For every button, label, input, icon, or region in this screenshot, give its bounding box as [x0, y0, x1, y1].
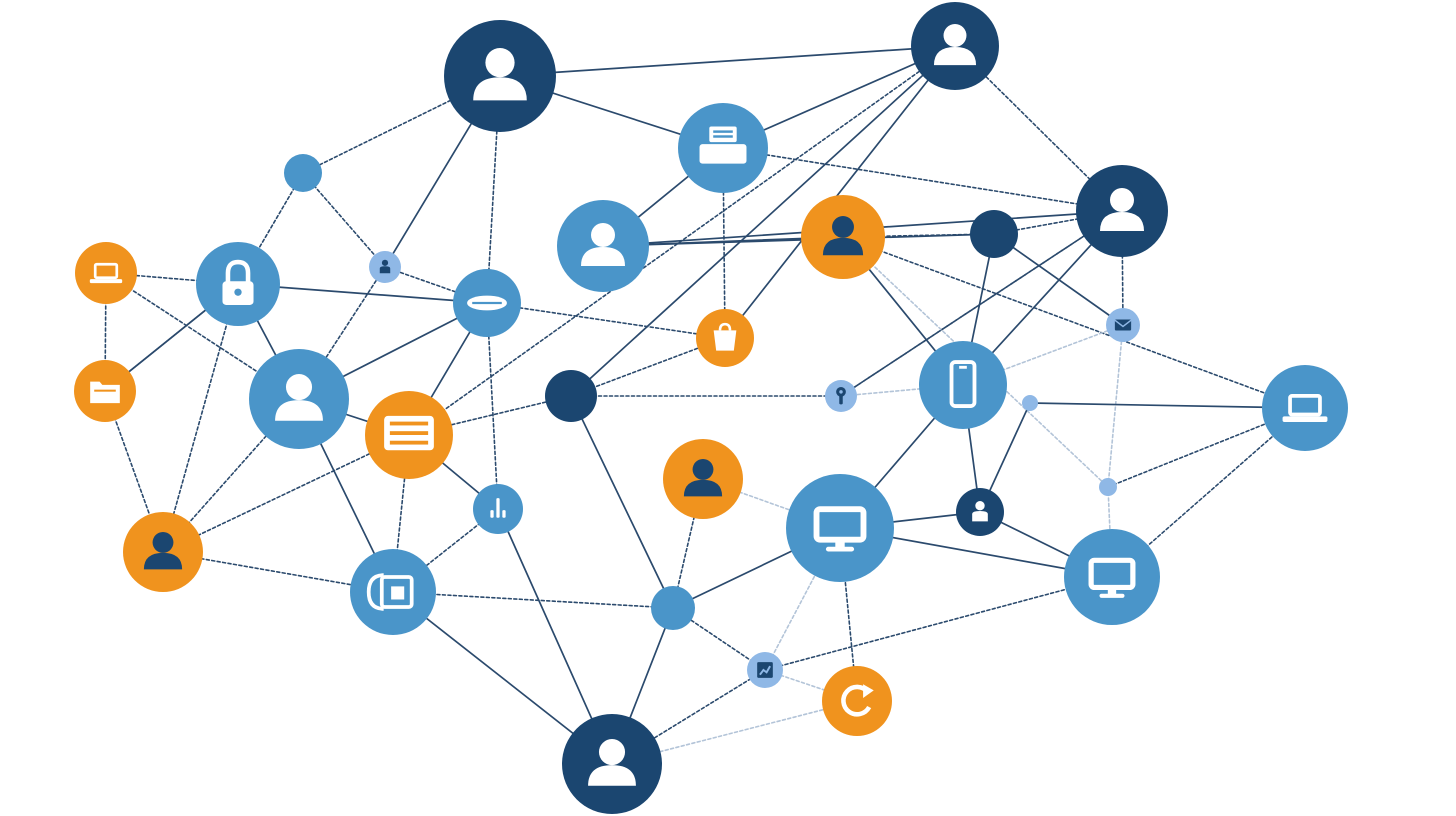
edge-n05-n08 — [302, 172, 386, 268]
edge-n10-n15 — [724, 45, 956, 339]
user-icon — [822, 216, 864, 256]
nodes-layer — [74, 2, 1348, 814]
edge-n04-n20 — [842, 236, 1306, 409]
folder-icon — [90, 381, 120, 404]
node-circle — [545, 370, 597, 422]
mail-icon — [1114, 319, 1132, 331]
node-n32 — [747, 652, 783, 688]
node-circle — [1262, 365, 1348, 451]
laptop-icon — [1282, 393, 1328, 423]
user-icon — [933, 23, 977, 66]
edge-n21-n28 — [162, 434, 410, 553]
node-circle — [75, 242, 137, 304]
edge-n10-n21 — [408, 45, 956, 436]
edge-n09-n15 — [486, 302, 726, 339]
node-n12 — [970, 210, 1018, 258]
user-icon — [473, 48, 527, 101]
node-n24 — [473, 484, 523, 534]
edge-n10-n17 — [570, 45, 956, 397]
edge-n29-n32 — [764, 576, 1113, 671]
node-n15 — [696, 309, 754, 367]
node-n10 — [911, 2, 999, 90]
node-n06 — [75, 242, 137, 304]
user-icon — [1100, 188, 1144, 231]
edge-n18-n11 — [840, 210, 1123, 397]
node-n33 — [822, 666, 892, 736]
node-n28 — [123, 512, 203, 592]
edge-n01-n10 — [499, 45, 956, 77]
node-n01 — [444, 20, 556, 132]
node-n26 — [786, 474, 894, 582]
disk-icon — [467, 295, 507, 311]
node-n19 — [919, 341, 1007, 429]
phone-icon — [949, 360, 977, 408]
person-icon — [972, 501, 988, 522]
node-circle — [1064, 529, 1160, 625]
node-n05 — [284, 154, 322, 192]
node-n20 — [1262, 365, 1348, 451]
node-n04 — [801, 195, 885, 279]
node-circle — [970, 210, 1018, 258]
node-n08 — [369, 251, 401, 283]
node-circle — [651, 586, 695, 630]
edge-n22-n20 — [1029, 402, 1306, 409]
node-circle — [786, 474, 894, 582]
refresh-icon — [841, 684, 874, 717]
edge-n12-n16 — [993, 233, 1124, 326]
edge-n07-n28 — [162, 283, 239, 553]
edge-n30-n31 — [392, 591, 674, 609]
node-n21 — [365, 391, 453, 479]
user-icon — [683, 459, 723, 497]
node-circle — [284, 154, 322, 192]
lock-icon — [222, 259, 254, 305]
node-n25 — [1099, 478, 1117, 496]
user-icon — [275, 374, 323, 421]
bag-icon — [713, 322, 737, 351]
printer-icon — [699, 126, 747, 164]
user-icon — [581, 223, 625, 266]
monitor-icon — [1088, 557, 1136, 598]
node-n29 — [1064, 529, 1160, 625]
node-n14 — [249, 349, 349, 449]
node-n31 — [651, 586, 695, 630]
node-n11 — [1076, 165, 1168, 257]
monitor-icon — [813, 506, 867, 552]
node-n16 — [1106, 308, 1140, 342]
node-n34 — [562, 714, 662, 814]
browser-icon — [366, 573, 414, 611]
edge-n03-n11 — [722, 147, 1123, 212]
pin-icon — [836, 386, 846, 405]
tools-icon — [490, 498, 506, 518]
node-n07 — [196, 242, 280, 326]
node-n09 — [453, 269, 521, 337]
keyboard-icon — [384, 415, 434, 451]
node-n02 — [557, 200, 649, 292]
edge-n16-n25 — [1107, 324, 1124, 488]
chart-icon — [757, 662, 773, 678]
node-n17 — [545, 370, 597, 422]
node-n18 — [825, 380, 857, 412]
node-circle — [822, 666, 892, 736]
node-n23 — [663, 439, 743, 519]
node-circle — [1022, 395, 1038, 411]
user-icon — [143, 532, 183, 570]
edge-n17-n31 — [570, 395, 674, 609]
user-icon — [588, 739, 636, 786]
node-n22 — [1022, 395, 1038, 411]
laptop-icon — [89, 262, 123, 284]
node-circle — [919, 341, 1007, 429]
person-icon — [379, 259, 391, 274]
node-n30 — [350, 549, 436, 635]
node-circle — [1099, 478, 1117, 496]
node-n03 — [678, 103, 768, 193]
edge-n09-n24 — [486, 302, 499, 510]
node-n27 — [956, 488, 1004, 536]
node-n13 — [74, 360, 136, 422]
